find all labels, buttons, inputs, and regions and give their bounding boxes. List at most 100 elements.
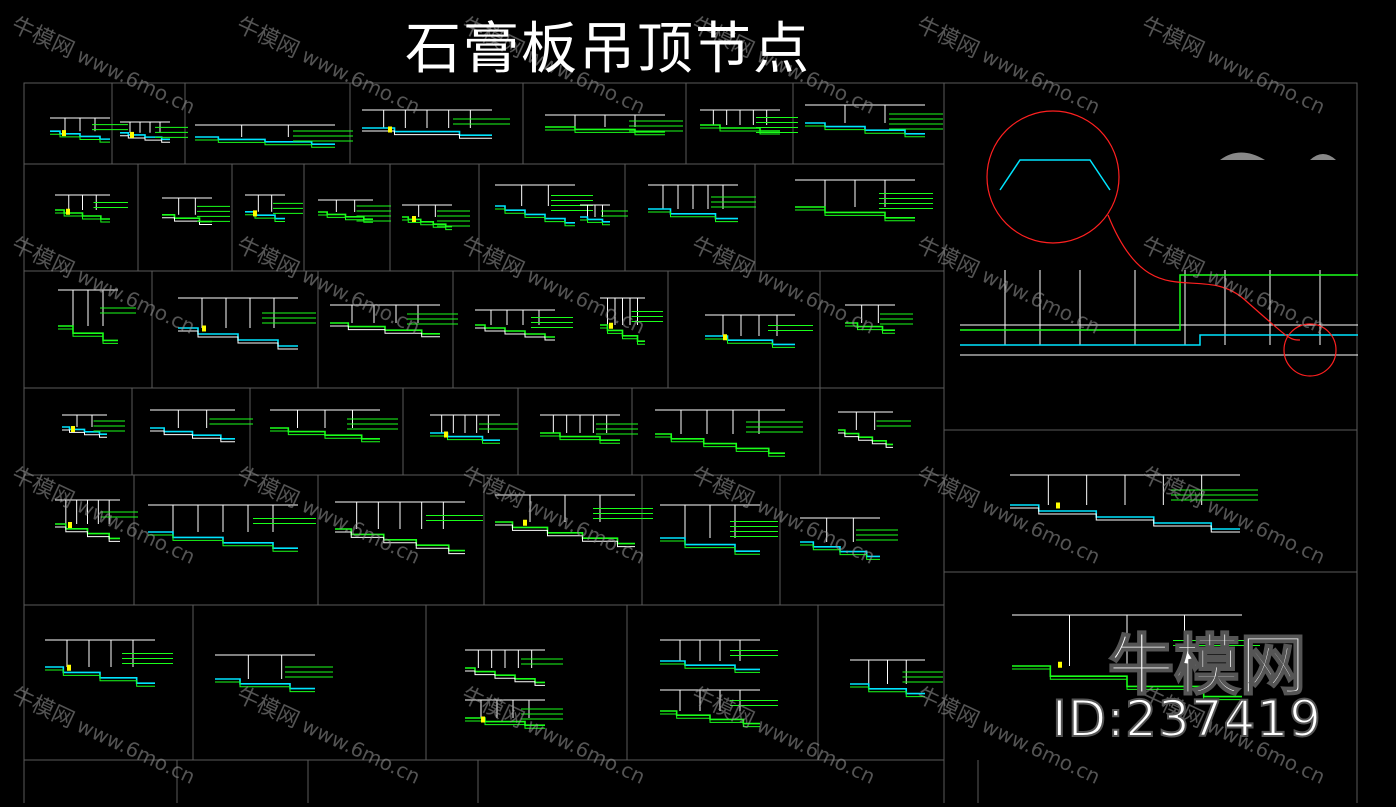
accent-mark <box>71 426 75 432</box>
section-detail <box>465 649 563 686</box>
watermark-brand: 牛模网 <box>457 463 527 514</box>
section-detail <box>850 659 943 698</box>
board-layer <box>838 432 893 448</box>
board-layer <box>600 327 645 345</box>
ceiling-profile <box>270 427 380 440</box>
board-layer <box>45 669 155 687</box>
accent-mark <box>202 325 206 332</box>
section-detail <box>700 109 798 135</box>
section-detail <box>330 304 458 338</box>
watermark-url: www.6mo.cn <box>73 713 199 789</box>
detail-drawings <box>45 104 1358 729</box>
board-layer <box>850 686 925 698</box>
ceiling-profile <box>805 122 925 135</box>
section-detail <box>495 494 653 548</box>
board-layer <box>705 338 795 348</box>
watermark-url: www.6mo.cn <box>523 713 649 789</box>
callout-leader <box>1107 214 1301 341</box>
watermark-brand: 牛模网 <box>457 683 527 734</box>
ceiling-profile <box>800 541 880 558</box>
watermark-url: www.6mo.cn <box>1203 493 1329 569</box>
board-layer <box>495 524 635 548</box>
watermark-brand: 牛模网 <box>232 233 302 284</box>
board-layer <box>195 139 335 148</box>
section-detail <box>162 197 230 226</box>
section-detail <box>195 124 353 148</box>
watermark-brand: 牛模网 <box>912 13 982 64</box>
detail-callout-circle <box>986 110 1120 244</box>
board-layer <box>55 526 120 542</box>
watermark-brand: 牛模网 <box>232 683 302 734</box>
board-layer <box>1012 668 1242 701</box>
board-layer <box>845 325 895 334</box>
board-layer <box>580 219 610 226</box>
watermark-brand: 牛模网 <box>1137 463 1207 514</box>
ceiling-profile <box>62 426 107 435</box>
board-layer <box>362 130 492 139</box>
ceiling-profile <box>50 130 110 140</box>
section-detail <box>545 114 683 136</box>
watermark-url: www.6mo.cn <box>73 43 199 119</box>
board-layer <box>270 430 380 443</box>
board-line <box>960 334 1358 346</box>
board-layer <box>402 219 452 231</box>
section-detail <box>1012 614 1260 701</box>
section-detail <box>58 289 136 344</box>
watermark-brand: 牛模网 <box>7 463 77 514</box>
ceiling-profile <box>838 429 893 446</box>
section-detail <box>540 414 638 444</box>
watermark-url: www.6mo.cn <box>753 263 879 339</box>
watermark-url: www.6mo.cn <box>978 43 1104 119</box>
ceiling-profile <box>580 216 610 223</box>
section-detail <box>1010 474 1258 533</box>
board-layer <box>660 663 760 673</box>
accent-mark <box>412 216 416 222</box>
accent-mark <box>609 322 613 329</box>
section-detail <box>655 409 803 457</box>
watermark-url: www.6mo.cn <box>978 263 1104 339</box>
section-detail <box>800 517 898 560</box>
accent-mark <box>62 130 66 137</box>
board-layer <box>700 127 780 135</box>
board-layer <box>540 435 620 444</box>
watermark-brand: 牛模网 <box>7 13 77 64</box>
accent-mark <box>388 126 392 133</box>
accent-mark <box>723 334 727 341</box>
outer-frame <box>23 82 1358 807</box>
ceiling-profile <box>402 216 452 228</box>
watermark-brand: 牛模网 <box>457 233 527 284</box>
ceiling-profile <box>465 667 545 684</box>
section-detail <box>495 184 593 227</box>
ceiling-profile <box>120 132 170 141</box>
accent-mark <box>481 716 485 723</box>
section-detail <box>838 411 911 448</box>
main-ceiling-detail <box>960 110 1358 377</box>
board-layer <box>62 429 107 438</box>
section-detail <box>150 409 253 443</box>
sheet-title: 石膏板吊顶节点 <box>405 17 811 82</box>
board-layer <box>795 209 915 222</box>
board-layer <box>162 217 212 226</box>
detail-marker-circle <box>1283 323 1337 377</box>
section-detail <box>120 121 188 143</box>
watermark-url: www.6mo.cn <box>298 263 424 339</box>
board-layer <box>805 125 925 138</box>
watermark-brand: 牛模网 <box>912 463 982 514</box>
ornament-shape <box>1310 154 1336 160</box>
watermark-brand: 牛模网 <box>232 463 302 514</box>
board-layer <box>215 681 315 693</box>
soffit-line <box>960 274 1358 331</box>
watermark-brand: 牛模网 <box>7 683 77 734</box>
section-detail <box>580 204 628 226</box>
ceiling-profile <box>330 322 440 335</box>
watermark-url: www.6mo.cn <box>1203 43 1329 119</box>
